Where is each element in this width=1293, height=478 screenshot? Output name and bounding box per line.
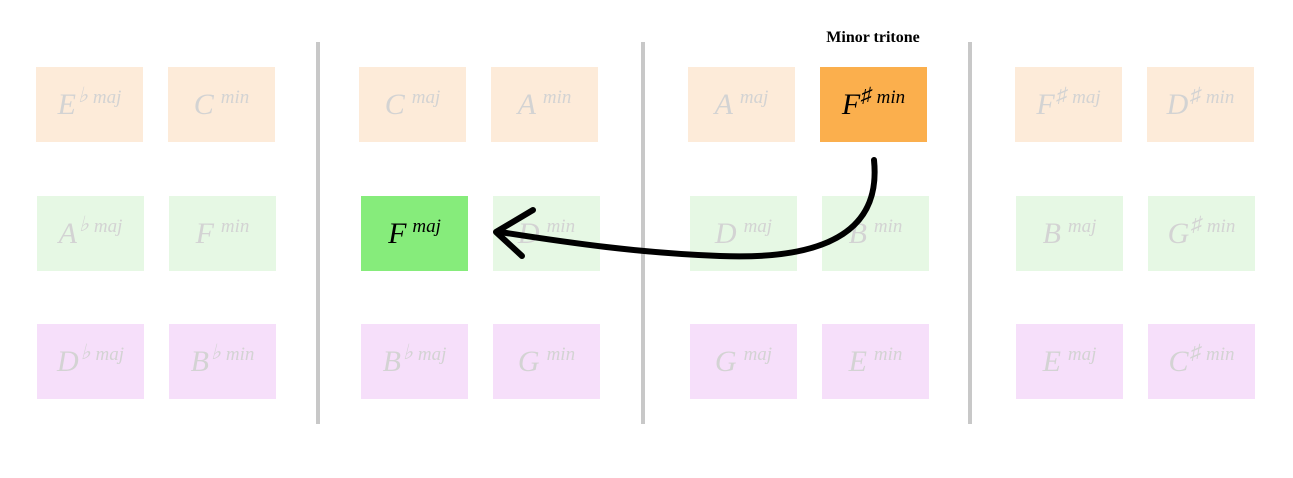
chord-accidental: ♯ bbox=[1190, 83, 1201, 107]
chord-quality: maj bbox=[743, 215, 773, 237]
chord-quality: maj bbox=[412, 215, 441, 237]
chord-accidental: ♭ bbox=[80, 340, 91, 364]
chord-root: E bbox=[1042, 344, 1061, 378]
chord-root: C bbox=[384, 87, 405, 121]
chord-quality: min bbox=[1206, 343, 1235, 365]
chord-tile: D♭maj bbox=[37, 324, 144, 399]
chord-accidental: ♯ bbox=[1056, 83, 1068, 107]
column-divider-3 bbox=[968, 42, 972, 424]
chord-root: A bbox=[58, 216, 77, 250]
chord-quality: maj bbox=[739, 86, 769, 108]
chord-quality: maj bbox=[743, 343, 773, 365]
chord-root: D bbox=[714, 216, 737, 250]
chord-quality: maj bbox=[411, 86, 441, 108]
chord-root: F bbox=[195, 216, 214, 250]
chord-root: B bbox=[190, 344, 209, 378]
chord-quality: maj bbox=[92, 86, 122, 108]
chord-quality: min bbox=[546, 215, 576, 237]
chord-accidental: ♭ bbox=[210, 340, 221, 364]
chord-accidental: ♯ bbox=[1190, 340, 1202, 364]
chord-root: F bbox=[1036, 87, 1055, 121]
chord-root: A bbox=[517, 87, 536, 121]
chord-root: D bbox=[517, 216, 540, 250]
chord-quality: maj bbox=[1072, 86, 1101, 108]
chord-quality: maj bbox=[1067, 343, 1097, 365]
column-divider-2 bbox=[641, 42, 645, 424]
chord-root: C bbox=[193, 87, 214, 121]
chord-accidental: ♭ bbox=[77, 83, 88, 107]
chord-tile: F♯maj bbox=[1015, 67, 1122, 142]
chord-root: D bbox=[1166, 87, 1189, 121]
chord-quality: min bbox=[1205, 86, 1235, 108]
chord-quality: maj bbox=[417, 343, 447, 365]
chord-quality: min bbox=[546, 343, 576, 365]
chord-tile-highlighted-orange: F♯min bbox=[820, 67, 927, 142]
chord-accidental: ♯ bbox=[861, 83, 872, 107]
column-divider-1 bbox=[316, 42, 320, 424]
chord-root: E bbox=[57, 87, 76, 121]
chord-quality: maj bbox=[93, 215, 123, 237]
chord-quality: min bbox=[876, 86, 906, 108]
chord-tile: D♯min bbox=[1147, 67, 1254, 142]
chord-tile: A♭maj bbox=[37, 196, 144, 271]
chord-root: F bbox=[841, 87, 861, 121]
chord-quality: maj bbox=[95, 343, 125, 365]
chord-root: G bbox=[517, 344, 540, 378]
chord-root: G bbox=[1167, 216, 1190, 250]
chord-quality: min bbox=[542, 86, 572, 108]
chord-root: G bbox=[714, 344, 737, 378]
chord-root: E bbox=[848, 344, 867, 378]
chord-accidental: ♭ bbox=[402, 340, 413, 364]
chord-quality: min bbox=[873, 215, 903, 237]
chord-tile: E♭maj bbox=[36, 67, 143, 142]
chord-accidental: ♯ bbox=[1191, 212, 1202, 236]
diagram-heading: Minor tritone bbox=[826, 29, 920, 46]
chord-accidental: ♭ bbox=[78, 212, 89, 236]
chord-quality: maj bbox=[1067, 215, 1097, 237]
chord-root: F bbox=[388, 216, 407, 250]
chord-root: B bbox=[1042, 216, 1061, 250]
chord-root: B bbox=[382, 344, 401, 378]
chord-root: B bbox=[848, 216, 867, 250]
chord-quality: min bbox=[220, 215, 250, 237]
chord-tile: B♭min bbox=[169, 324, 276, 399]
chord-tile: C♯min bbox=[1148, 324, 1255, 399]
chord-root: A bbox=[714, 87, 733, 121]
chord-quality: min bbox=[873, 343, 903, 365]
chord-tile: B♭maj bbox=[361, 324, 468, 399]
chord-quality: min bbox=[1206, 215, 1236, 237]
chord-tile: G♯min bbox=[1148, 196, 1255, 271]
chord-root: D bbox=[56, 344, 79, 378]
chord-quality: min bbox=[225, 343, 255, 365]
chord-root: C bbox=[1168, 344, 1189, 378]
chord-quality: min bbox=[220, 86, 250, 108]
